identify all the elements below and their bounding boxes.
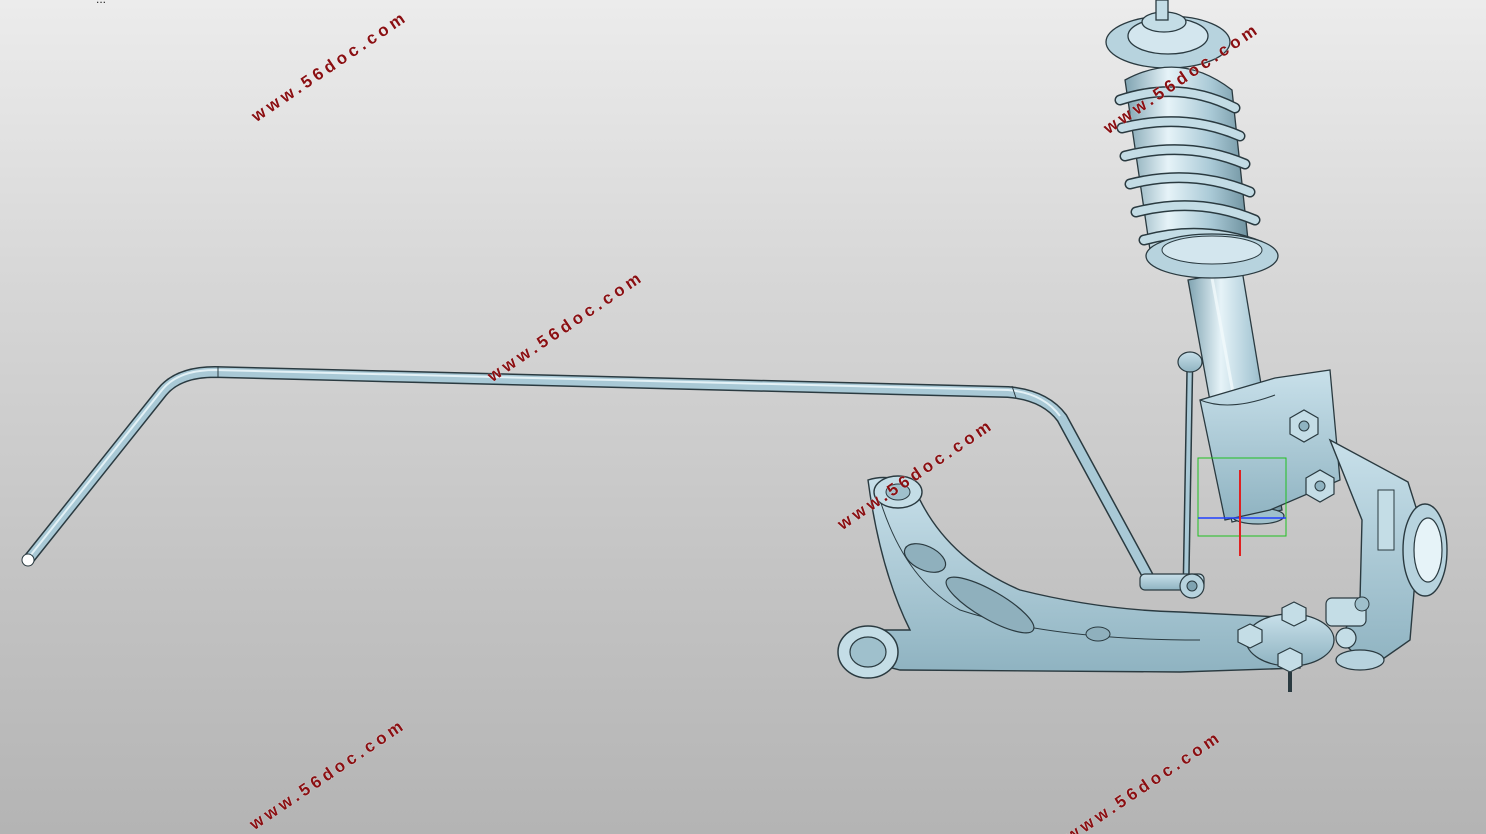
stabilizer-bar[interactable] — [21, 366, 1156, 586]
drop-link[interactable] — [1139, 351, 1205, 599]
shock-absorber[interactable] — [1187, 269, 1341, 525]
lower-control-arm[interactable] — [837, 475, 1335, 692]
steering-knuckle[interactable] — [1325, 438, 1448, 671]
corner-text: ... — [96, 0, 106, 6]
coil-spring[interactable] — [1105, 0, 1279, 279]
coordinate-triad — [1197, 457, 1287, 556]
